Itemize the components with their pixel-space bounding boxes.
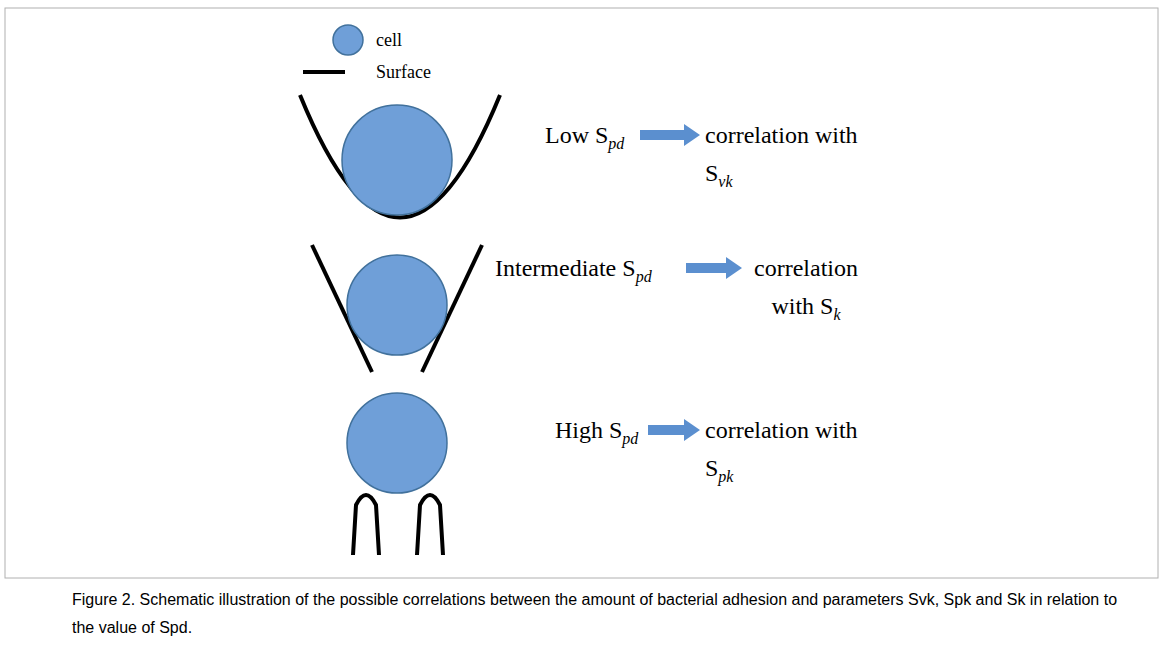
cell-circle [347,255,447,355]
cell-circle [342,105,452,215]
correlation-note: correlation with Spk [705,411,865,487]
block-arrow [686,257,742,279]
legend-label: cell [376,28,402,52]
figure-frame [5,8,1158,578]
label-text: correlation with S [754,255,858,319]
label-text: High S [555,417,622,443]
legend-line-sample [303,70,345,74]
legend-label: Surface [376,60,431,84]
parameter-subscript: pd [608,135,624,152]
legend-swatch [333,25,363,55]
roughness-level: High Spd [555,411,675,449]
surface-peak [417,495,443,555]
correlation-note: correlation with Sk [744,249,868,325]
parameter-subscript: pd [622,430,638,447]
label-text: Intermediate S [495,255,636,281]
concave-surface [300,95,500,218]
parameter-subscript: vk [718,173,732,190]
figure-caption: Figure 2. Schematic illustration of the … [72,586,1142,642]
parameter-subscript: pk [718,468,733,485]
roughness-level: Intermediate Spd [495,249,695,287]
parameter-subscript: pd [636,268,652,285]
surface-peak [353,495,379,555]
block-arrow [640,124,700,146]
block-arrow [648,419,700,441]
label-text: Low S [545,122,608,148]
correlation-note: correlation with Svk [705,116,865,192]
cell-circle [347,393,447,493]
parameter-subscript: k [833,306,840,323]
